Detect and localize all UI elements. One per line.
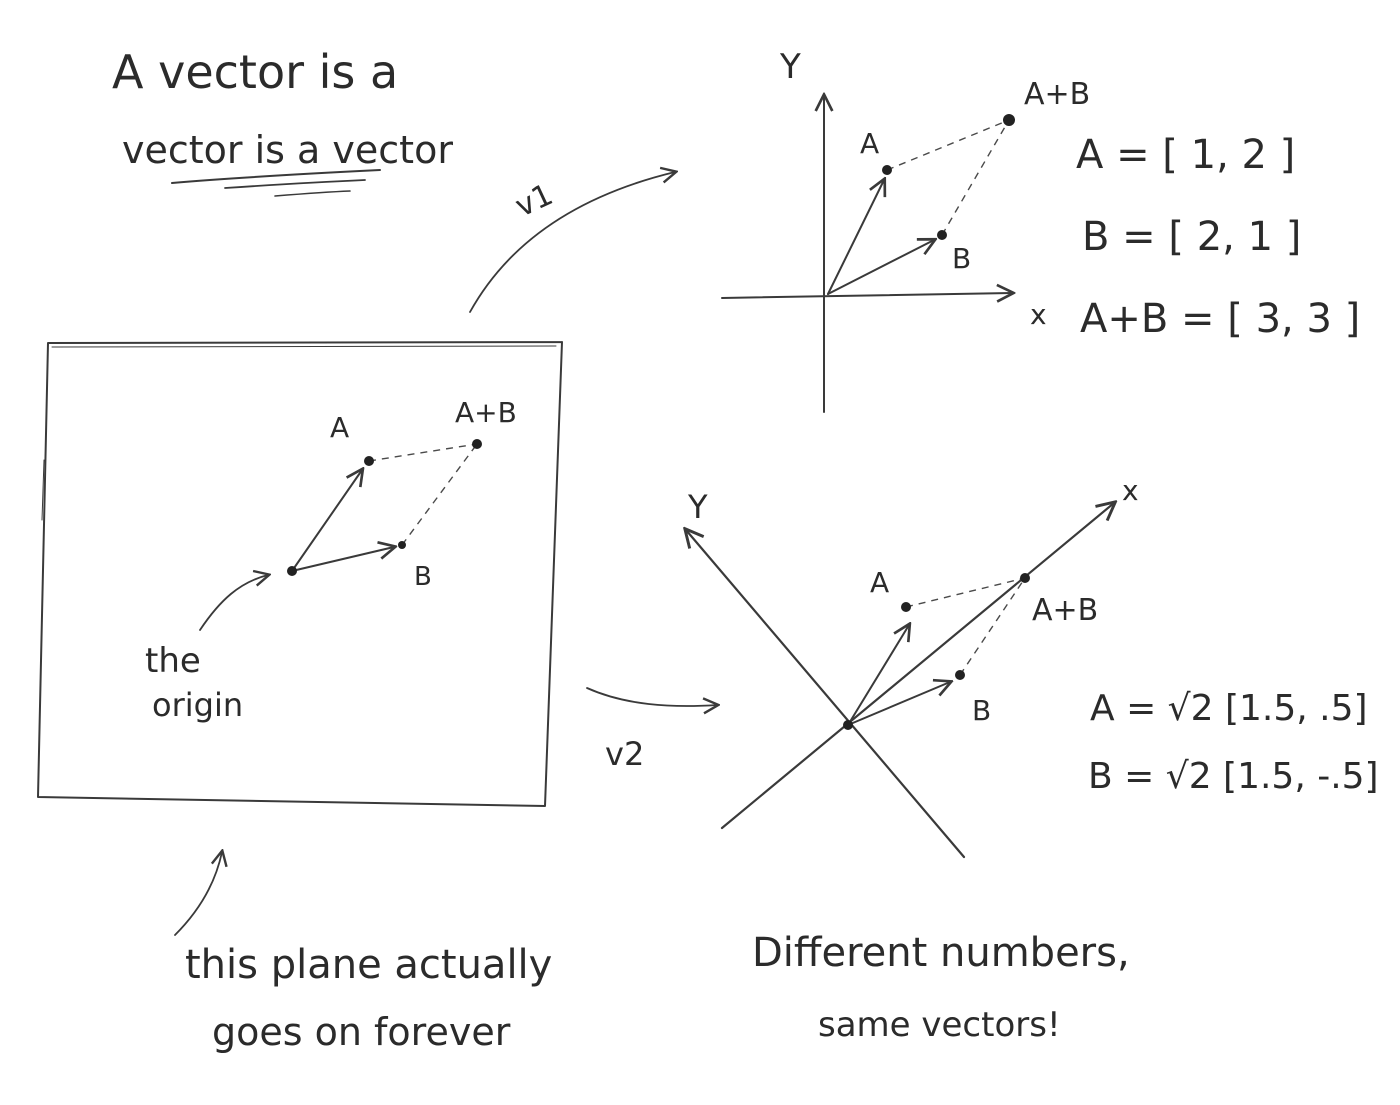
title-line-2: vector is a vector bbox=[122, 128, 453, 172]
std-equation-a: A = [ 1, 2 ] bbox=[1076, 132, 1295, 178]
rot-x-axis bbox=[720, 503, 1114, 830]
caption-line-1: Different numbers, bbox=[752, 930, 1130, 976]
std-label-b: B bbox=[952, 242, 971, 275]
rot-point-a bbox=[901, 602, 911, 612]
plane-vector-b bbox=[291, 547, 394, 572]
std-y-axis-label: Y bbox=[779, 47, 801, 87]
plane-label-b: B bbox=[414, 562, 432, 592]
std-x-axis bbox=[721, 293, 1012, 298]
plane-note: this plane actually goes on forever bbox=[174, 852, 552, 1054]
std-point-b bbox=[937, 230, 947, 240]
plane-origin-point bbox=[287, 566, 297, 576]
rot-dash-b-sum bbox=[959, 577, 1026, 676]
std-x-axis-label: x bbox=[1030, 298, 1047, 331]
std-point-sum bbox=[1003, 114, 1015, 126]
plane-dash-b-sum bbox=[401, 443, 478, 546]
origin-label-line-2: origin bbox=[152, 686, 243, 724]
std-dash-b-sum bbox=[941, 119, 1010, 236]
rot-y-axis bbox=[686, 530, 966, 859]
v1-arrow bbox=[469, 172, 675, 313]
v2-label: v2 bbox=[605, 735, 644, 773]
title-block: A vector is a vector is a vector bbox=[112, 45, 453, 197]
rot-label-a: A bbox=[870, 566, 889, 599]
note-pointer-arrow bbox=[174, 852, 222, 936]
plane-point-b bbox=[398, 541, 406, 549]
origin-label-line-1: the bbox=[145, 641, 201, 681]
rot-point-b bbox=[955, 670, 965, 680]
plane-point-a bbox=[364, 456, 374, 466]
std-label-a: A bbox=[860, 127, 879, 160]
note-line-2: goes on forever bbox=[212, 1010, 511, 1054]
rot-origin-point bbox=[843, 720, 853, 730]
std-equation-b: B = [ 2, 1 ] bbox=[1082, 214, 1301, 260]
rotated-axes: x Y A B A+B A = √2 [1.5, .5] B = √2 [1.5… bbox=[686, 474, 1379, 859]
transform-v2: v2 bbox=[586, 687, 717, 773]
abstract-plane: A B A+B the origin bbox=[37, 341, 563, 807]
rot-equation-b: B = √2 [1.5, -.5] bbox=[1088, 756, 1379, 797]
caption-line-2: same vectors! bbox=[818, 1005, 1061, 1045]
v2-arrow bbox=[586, 687, 717, 706]
rot-label-sum: A+B bbox=[1032, 593, 1098, 628]
plane-border bbox=[37, 341, 563, 807]
std-label-sum: A+B bbox=[1024, 77, 1090, 112]
title-line-1: A vector is a bbox=[112, 45, 398, 99]
std-dash-a-sum bbox=[886, 119, 1010, 171]
note-line-1: this plane actually bbox=[185, 942, 552, 988]
std-point-a bbox=[882, 165, 892, 175]
plane-border-retrace bbox=[41, 345, 557, 521]
plane-label-sum: A+B bbox=[455, 396, 517, 429]
caption: Different numbers, same vectors! bbox=[752, 930, 1130, 1045]
plane-point-sum bbox=[472, 439, 482, 449]
standard-axes: Y x A B A+B A = [ 1, 2 ] B = [ 2, 1 ] A+… bbox=[721, 47, 1360, 413]
title-underline-3 bbox=[274, 190, 351, 197]
transform-v1: v1 bbox=[469, 172, 675, 313]
rot-x-axis-label: x bbox=[1122, 474, 1139, 507]
v1-label: v1 bbox=[510, 177, 558, 224]
title-underline-1 bbox=[171, 169, 381, 184]
plane-label-a: A bbox=[330, 411, 349, 444]
std-vector-a bbox=[827, 180, 884, 295]
std-vector-b bbox=[827, 240, 934, 295]
rot-label-b: B bbox=[972, 694, 991, 727]
rot-equation-a: A = √2 [1.5, .5] bbox=[1090, 688, 1368, 729]
rot-y-axis-label: Y bbox=[687, 488, 708, 526]
plane-dash-a-sum bbox=[368, 443, 478, 462]
rot-vector-a bbox=[847, 625, 909, 726]
title-underline-2 bbox=[224, 179, 366, 189]
origin-pointer-arrow bbox=[199, 575, 268, 631]
plane-vector-a bbox=[291, 470, 362, 572]
std-equation-sum: A+B = [ 3, 3 ] bbox=[1080, 296, 1360, 342]
rot-point-sum bbox=[1020, 573, 1030, 583]
rot-vector-b bbox=[847, 682, 950, 726]
